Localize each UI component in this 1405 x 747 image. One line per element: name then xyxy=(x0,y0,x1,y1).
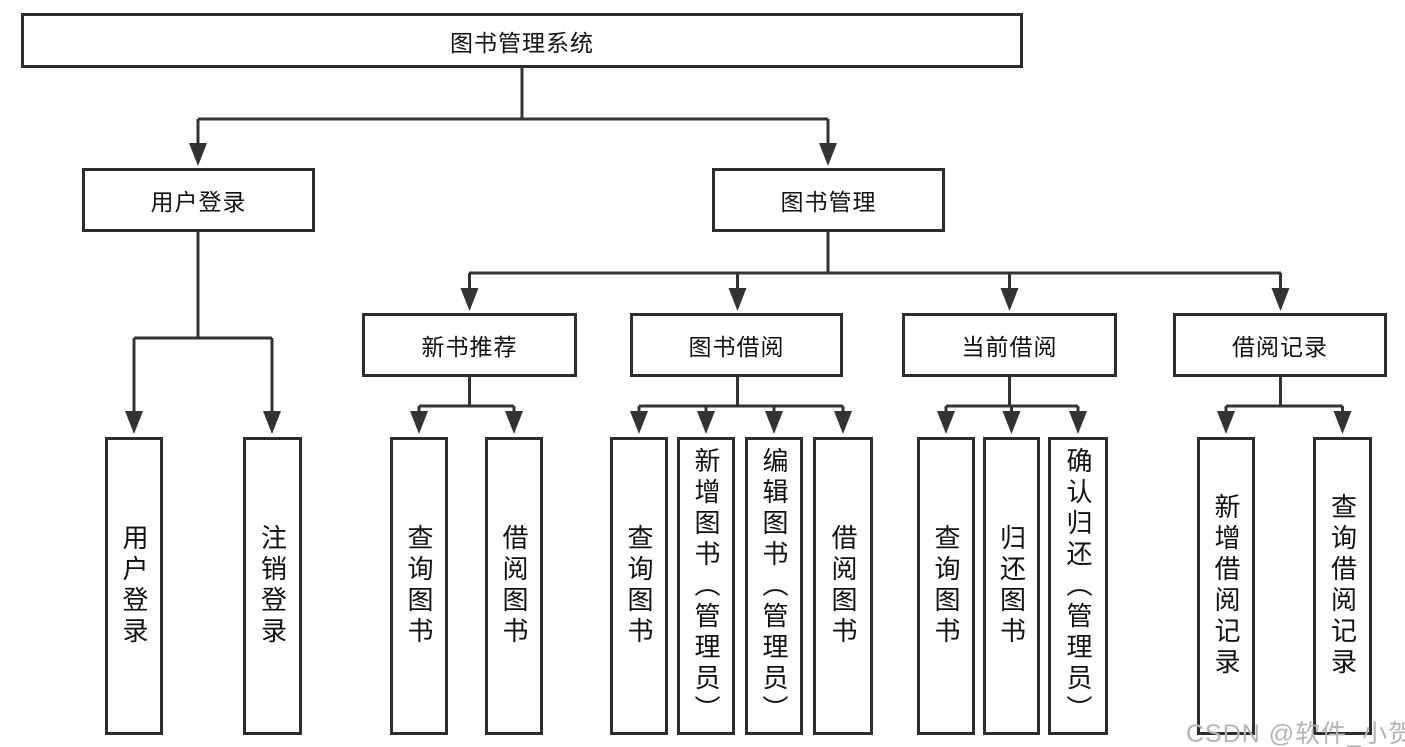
edges-current-borrow xyxy=(937,377,1087,434)
arrowhead xyxy=(728,288,747,311)
node-new-book-recommend: 新书推荐 xyxy=(362,313,577,377)
node-label: 新增借阅记录 xyxy=(1211,493,1241,679)
node-root: 图书管理系统 xyxy=(21,13,1023,68)
node-label: 归还图书 xyxy=(996,524,1027,648)
arrowhead xyxy=(630,411,648,434)
node-label: 查询图书 xyxy=(931,524,961,648)
node-label: 确认归还（管理员） xyxy=(1063,446,1093,726)
node-label: 用户登录 xyxy=(150,189,247,215)
node-label: 借阅图书 xyxy=(828,524,858,648)
leaf-edit-books-admin: 编辑图书（管理员） xyxy=(745,437,803,735)
arrowhead xyxy=(189,143,207,166)
arrowhead xyxy=(937,411,955,434)
leaf-return-books: 归还图书 xyxy=(983,437,1040,735)
arrowhead xyxy=(697,411,715,434)
edges-user-login xyxy=(125,232,281,434)
node-label: 编辑图书（管理员） xyxy=(759,446,789,726)
node-label: 查询图书 xyxy=(624,524,654,648)
leaf-add-books-admin: 新增图书（管理员） xyxy=(677,437,735,735)
node-label: 查询借阅记录 xyxy=(1327,493,1358,679)
node-user-login: 用户登录 xyxy=(82,168,315,232)
arrowhead xyxy=(1000,288,1019,311)
arrowhead xyxy=(765,411,783,434)
leaf-query-books-recommend: 查询图书 xyxy=(390,437,448,735)
node-label: 图书管理 xyxy=(780,189,877,215)
leaf-query-books-current: 查询图书 xyxy=(917,437,975,735)
node-label: 新增图书（管理员） xyxy=(691,446,721,726)
arrowhead xyxy=(410,411,428,434)
node-label: 用户登录 xyxy=(119,524,149,648)
node-label: 查询图书 xyxy=(404,524,434,648)
arrowhead xyxy=(505,411,523,434)
arrowhead xyxy=(1271,288,1290,311)
leaf-logout: 注销登录 xyxy=(243,437,302,735)
edges-new-book-recommend xyxy=(410,377,523,434)
arrowhead xyxy=(460,288,479,311)
node-label: 新书推荐 xyxy=(421,334,518,360)
leaf-borrow-books: 借阅图书 xyxy=(813,437,873,735)
node-label: 当前借阅 xyxy=(961,334,1058,360)
edges-borrow-records xyxy=(1217,377,1352,434)
node-label: 图书借阅 xyxy=(688,334,785,360)
node-label: 注销登录 xyxy=(257,524,288,648)
arrowhead xyxy=(125,411,143,434)
arrowhead xyxy=(1333,411,1352,434)
edges-book-borrow xyxy=(630,377,852,434)
arrowhead xyxy=(263,411,281,434)
node-label: 借阅图书 xyxy=(499,524,529,648)
leaf-query-books-borrow: 查询图书 xyxy=(610,437,668,735)
leaf-borrow-books-recommend: 借阅图书 xyxy=(485,437,543,735)
arrowhead xyxy=(1217,411,1235,434)
node-book-management: 图书管理 xyxy=(712,168,945,232)
edges-book-management xyxy=(460,232,1290,311)
arrowhead xyxy=(834,411,852,434)
watermark: CSDN @软件_小贺同学 xyxy=(1186,720,1405,747)
node-label: 图书管理系统 xyxy=(450,29,594,56)
node-current-borrow: 当前借阅 xyxy=(902,313,1117,377)
arrowhead xyxy=(819,143,837,166)
leaf-query-borrow-record: 查询借阅记录 xyxy=(1313,437,1372,735)
leaf-user-login: 用户登录 xyxy=(105,437,163,735)
leaf-confirm-return-admin: 确认归还（管理员） xyxy=(1048,437,1108,735)
leaf-add-borrow-record: 新增借阅记录 xyxy=(1197,437,1255,735)
arrowhead xyxy=(1069,411,1087,434)
node-label: 借阅记录 xyxy=(1232,334,1328,360)
edges-root-to-level2 xyxy=(189,68,837,166)
node-book-borrow: 图书借阅 xyxy=(630,313,843,377)
arrowhead xyxy=(1002,411,1021,434)
node-borrow-records: 借阅记录 xyxy=(1173,313,1387,377)
